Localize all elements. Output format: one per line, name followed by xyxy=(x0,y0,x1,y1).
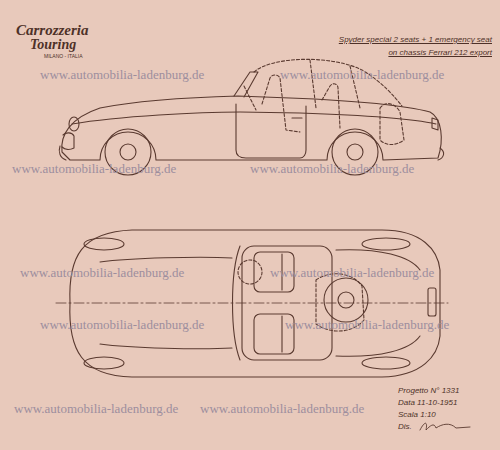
tail-light xyxy=(428,288,436,316)
watermark: www.automobilia-ladenburg.de xyxy=(280,68,444,83)
steering-wheel xyxy=(244,86,256,110)
headlight xyxy=(69,117,79,131)
belt-line xyxy=(72,112,436,124)
soft-top xyxy=(254,59,402,106)
top-body xyxy=(70,230,440,377)
project-number: Progetto N° 1331 xyxy=(398,386,459,395)
drawing-date: Data 11-10-1951 xyxy=(398,398,457,407)
rear-fender xyxy=(362,238,410,250)
draughtsman: Dis. xyxy=(398,422,412,431)
watermark: www.automobilia-ladenburg.de xyxy=(20,266,184,281)
watermark: www.automobilia-ladenburg.de xyxy=(40,68,204,83)
emergency-seat xyxy=(380,104,404,145)
rear-light xyxy=(432,118,438,130)
steering-wheel-top xyxy=(238,260,262,284)
windscreen-top xyxy=(233,246,241,360)
watermark: www.automobilia-ladenburg.de xyxy=(250,162,414,177)
maker-logo: Touring xyxy=(30,37,76,53)
seat-side xyxy=(262,75,340,132)
sheet-title: Spyder special 2 seats + 1 emergency sea… xyxy=(332,34,492,60)
side-body xyxy=(62,96,442,160)
rear-hub xyxy=(347,144,363,160)
watermark: www.automobilia-ladenburg.de xyxy=(200,402,364,417)
bumper-rear xyxy=(438,148,444,160)
grille xyxy=(62,133,74,150)
maker-city: MILANO - ITALIA xyxy=(44,54,83,60)
rear-fender xyxy=(362,357,410,369)
watermark: www.automobilia-ladenburg.de xyxy=(270,266,434,281)
spare-hub xyxy=(338,292,354,308)
front-hub xyxy=(120,144,136,160)
headlight-top xyxy=(84,238,124,250)
watermark: www.automobilia-ladenburg.de xyxy=(40,318,204,333)
centre-line xyxy=(56,303,448,304)
headlight-top xyxy=(84,357,124,369)
signature xyxy=(420,423,470,430)
door-handle xyxy=(292,117,302,118)
drawing-scale: Scala 1:10 xyxy=(398,410,436,419)
watermark: www.automobilia-ladenburg.de xyxy=(12,162,176,177)
windscreen xyxy=(234,72,258,97)
watermark: www.automobilia-ladenburg.de xyxy=(285,318,449,333)
maker-logo: Carrozzeria xyxy=(16,22,89,39)
watermark: www.automobilia-ladenburg.de xyxy=(14,402,178,417)
cockpit xyxy=(242,246,332,360)
